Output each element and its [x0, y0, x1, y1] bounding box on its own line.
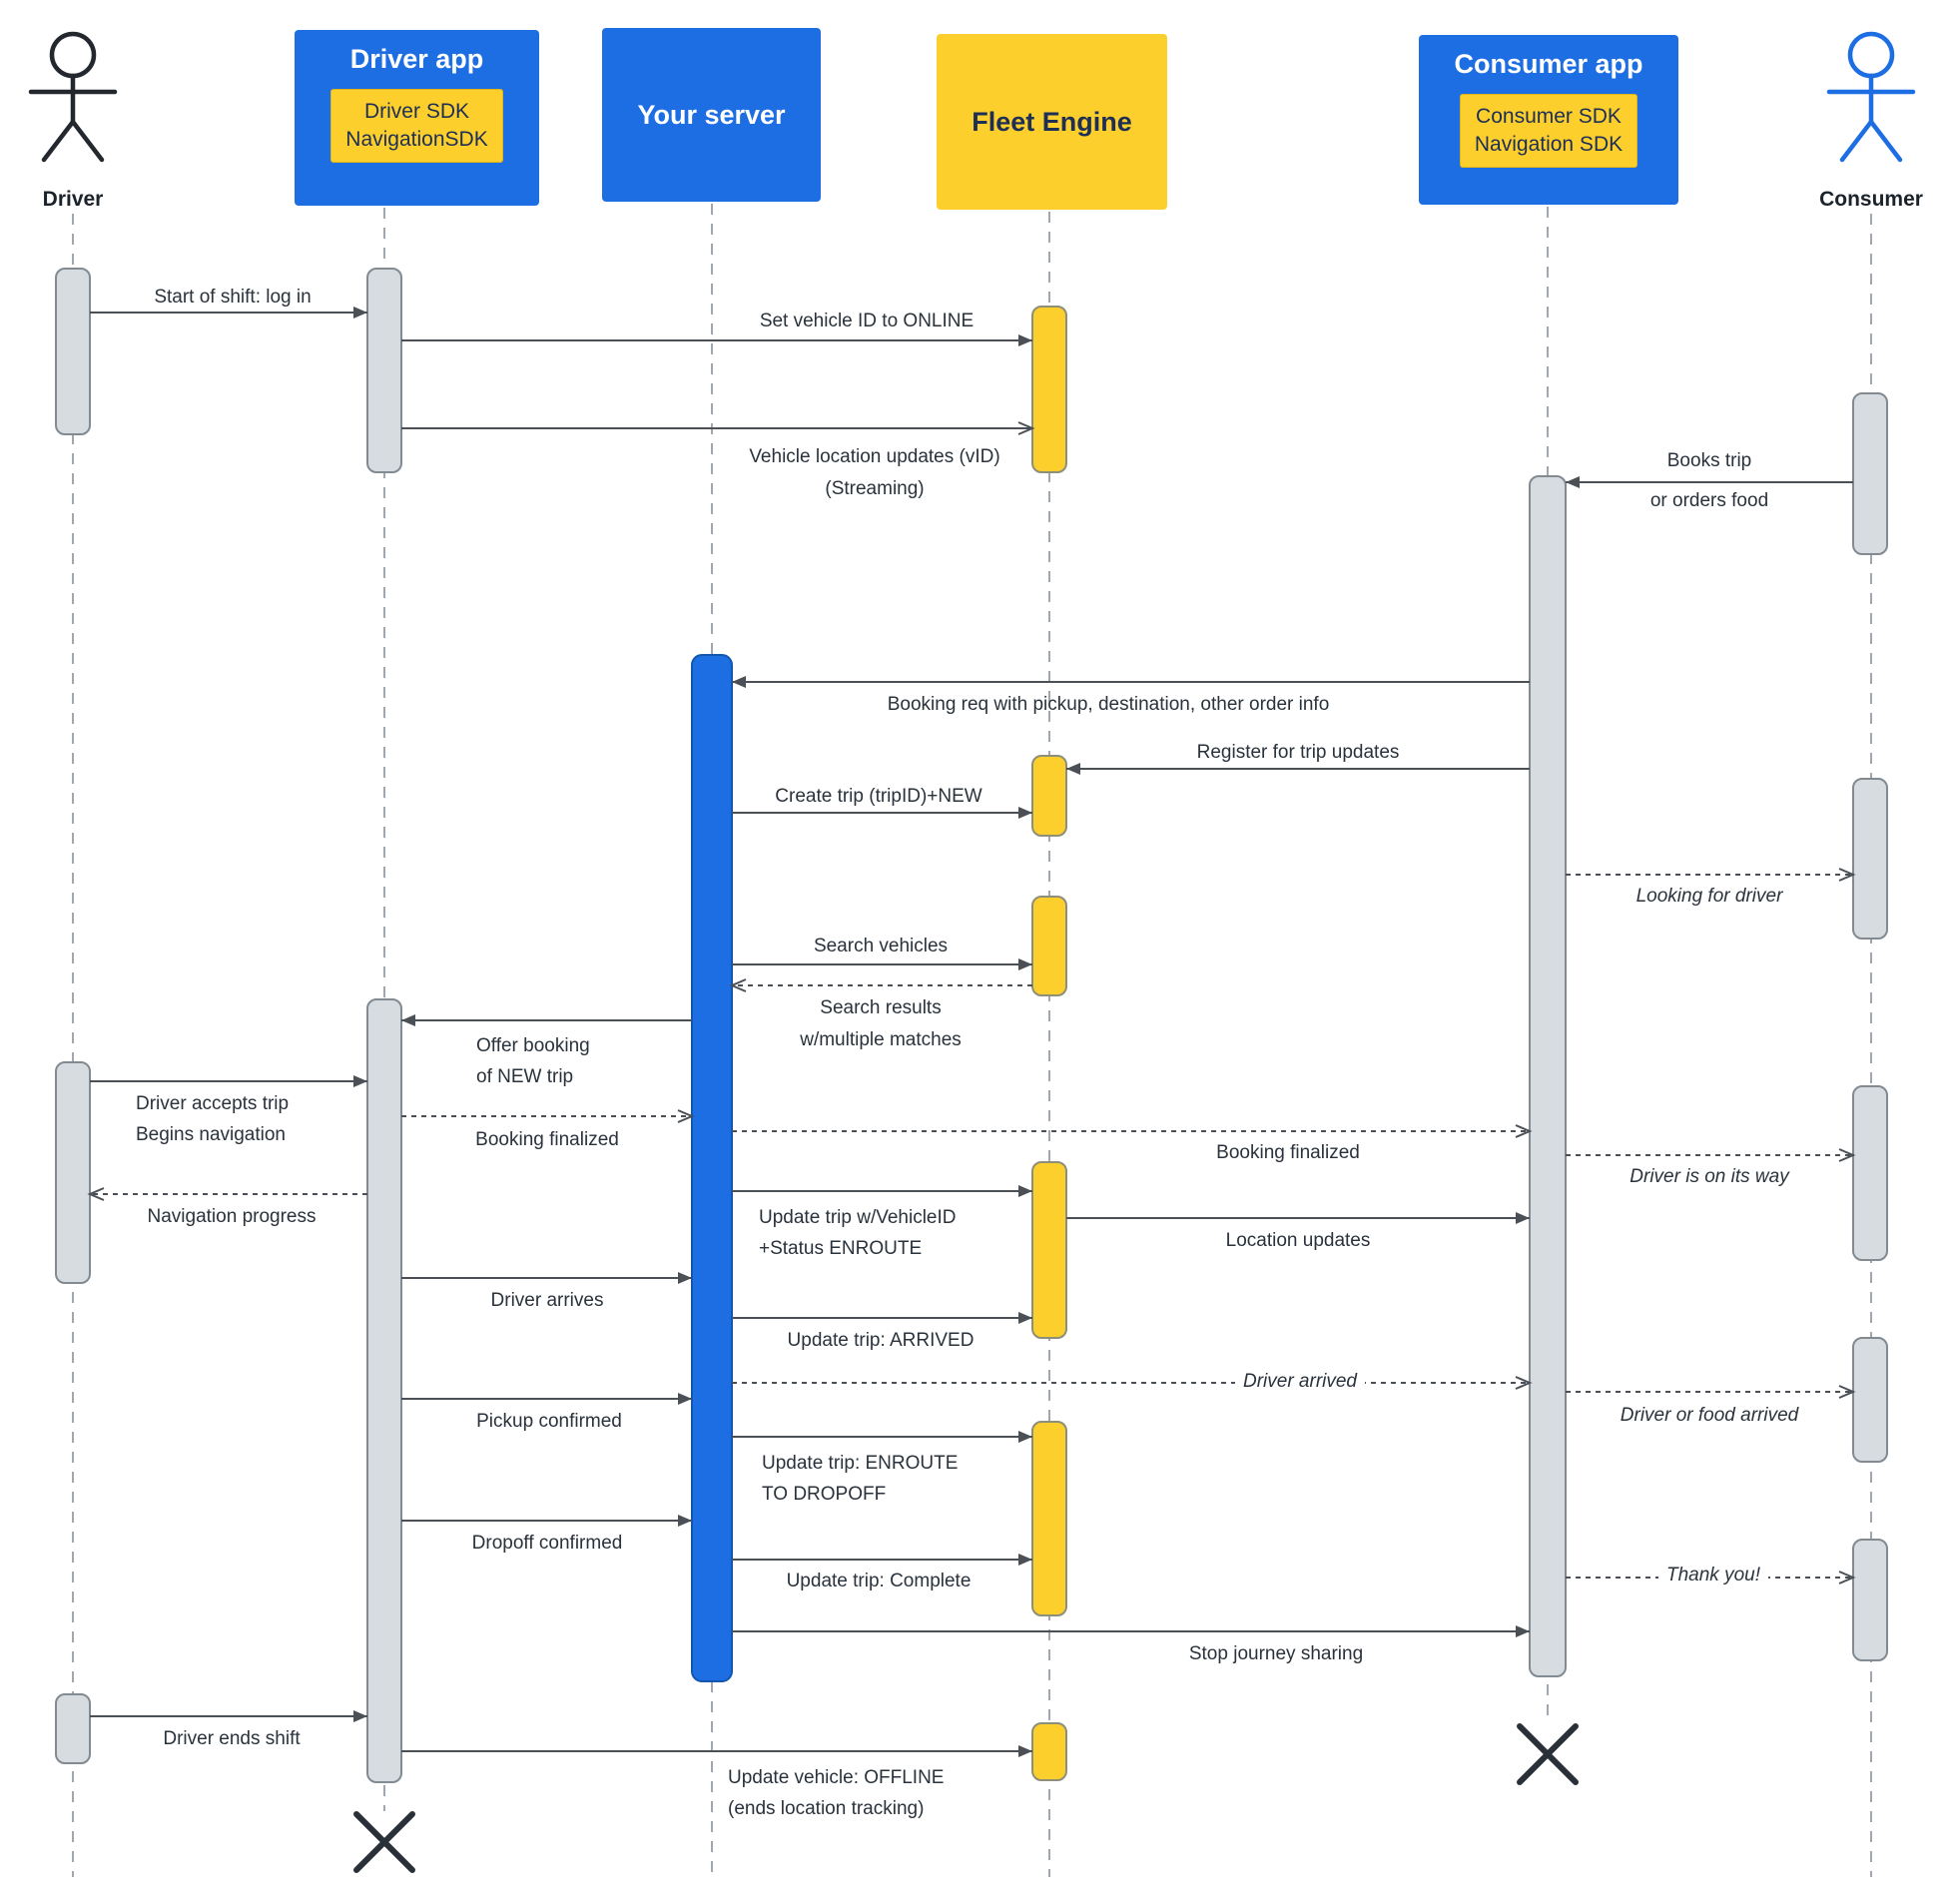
msg-update-arrived-label: Update trip: ARRIVED [787, 1330, 975, 1351]
msg-driver-arrives-label: Driver arrives [490, 1290, 604, 1311]
msg-location-streaming-label-2: (Streaming) [825, 478, 925, 499]
activation-consumer-5 [1852, 1539, 1888, 1661]
consumer-app-destroy-x-icon [1517, 1723, 1579, 1785]
msg-create-trip-label: Create trip (tripID)+NEW [775, 786, 982, 807]
activation-consumer-3 [1852, 1085, 1888, 1261]
msg-login-label: Start of shift: log in [154, 287, 312, 308]
msg-location-updates-label: Location updates [1225, 1230, 1371, 1251]
msg-offer-booking-label-1: Offer booking [476, 1035, 590, 1056]
msg-pickup-confirmed-label: Pickup confirmed [476, 1411, 622, 1432]
msg-offer-booking-label: Offer booking of NEW trip [476, 1030, 590, 1092]
msg-set-online-label: Set vehicle ID to ONLINE [759, 311, 975, 331]
msg-looking-for-driver-label: Looking for driver [1635, 886, 1783, 907]
driver-app-title: Driver app [349, 44, 484, 74]
message-arrows [87, 307, 1856, 1757]
msg-update-offline-label-1: Update vehicle: OFFLINE [728, 1767, 945, 1788]
msg-accepts-trip-label-1: Driver accepts trip [136, 1093, 290, 1114]
your-server-title: Your server [637, 99, 786, 130]
driver-actor-label: Driver [42, 188, 104, 211]
msg-books-trip-label-2: or orders food [1649, 490, 1769, 511]
msg-update-dropoff-label-2: TO DROPOFF [762, 1484, 887, 1505]
msg-update-offline-label-2: (ends location tracking) [728, 1798, 925, 1819]
msg-search-results-label-1: Search results [820, 997, 942, 1018]
driver-app-destroy-x-icon [353, 1811, 415, 1873]
activation-driver-app-2 [366, 998, 402, 1783]
msg-update-complete-label: Update trip: Complete [786, 1571, 972, 1591]
msg-register-updates-label: Register for trip updates [1196, 742, 1400, 763]
msg-driver-ends-shift-label: Driver ends shift [163, 1728, 301, 1749]
msg-update-enroute-label-2: +Status ENROUTE [759, 1238, 923, 1259]
msg-thank-you-label: Thank you! [1658, 1564, 1768, 1587]
msg-books-trip-label-1: Books trip [1666, 450, 1752, 471]
msg-booking-finalized-right-label: Booking finalized [1216, 1142, 1360, 1163]
consumer-actor-label: Consumer [1819, 188, 1923, 211]
activation-consumer-2 [1852, 778, 1888, 940]
msg-accepts-trip-label: Driver accepts trip Begins navigation [136, 1088, 289, 1150]
consumer-navigation-sdk-label: Navigation SDK [1474, 133, 1624, 156]
consumer-app-sdk-box: Consumer SDK Navigation SDK [1459, 94, 1638, 168]
msg-stop-journey-label: Stop journey sharing [1188, 1643, 1364, 1664]
msg-driver-on-way-label: Driver is on its way [1629, 1166, 1789, 1187]
msg-update-dropoff-label-1: Update trip: ENROUTE [762, 1453, 959, 1474]
driver-actor-icon [28, 31, 118, 163]
msg-update-enroute-label-1: Update trip w/VehicleID [759, 1207, 957, 1228]
your-server-box: Your server [602, 28, 821, 202]
msg-location-streaming-label-1: Vehicle location updates (vID) [749, 446, 1000, 467]
msg-search-results-label-2: w/multiple matches [800, 1029, 962, 1050]
activation-driver-app-1 [366, 268, 402, 473]
msg-offer-booking-label-2: of NEW trip [476, 1066, 574, 1087]
msg-search-vehicles-label: Search vehicles [813, 936, 949, 956]
msg-driver-arrived-label: Driver arrived [1234, 1370, 1366, 1394]
consumer-actor-icon [1826, 31, 1916, 163]
fleet-engine-box: Fleet Engine [937, 34, 1167, 210]
activation-fleet-2 [1031, 755, 1067, 837]
msg-update-dropoff-label: Update trip: ENROUTE TO DROPOFF [762, 1448, 958, 1510]
msg-update-offline-label: Update vehicle: OFFLINE (ends location t… [728, 1762, 944, 1824]
activation-your-server [691, 654, 733, 1682]
msg-dropoff-confirmed-label: Dropoff confirmed [471, 1533, 623, 1554]
driver-app-sdk-box: Driver SDK NavigationSDK [330, 89, 503, 163]
activation-consumer-app [1529, 475, 1567, 1677]
msg-accepts-trip-label-2: Begins navigation [136, 1124, 286, 1145]
activation-driver-1 [55, 268, 91, 435]
activation-driver-3 [55, 1693, 91, 1764]
msg-booking-finalized-left-label: Booking finalized [475, 1129, 619, 1150]
activation-fleet-6 [1031, 1722, 1067, 1781]
destroy-marks [353, 1723, 1579, 1873]
activation-bars [55, 268, 1888, 1783]
activation-fleet-5 [1031, 1421, 1067, 1616]
msg-update-enroute-label: Update trip w/VehicleID +Status ENROUTE [759, 1202, 957, 1264]
activation-fleet-1 [1031, 306, 1067, 473]
msg-navigation-progress-label: Navigation progress [147, 1206, 317, 1227]
driver-sdk-label: Driver SDK [363, 100, 469, 123]
consumer-app-box: Consumer app Consumer SDK Navigation SDK [1419, 35, 1678, 205]
activation-consumer-1 [1852, 392, 1888, 555]
activation-driver-2 [55, 1061, 91, 1284]
activation-fleet-4 [1031, 1161, 1067, 1339]
activation-fleet-3 [1031, 896, 1067, 996]
navigation-sdk-label: NavigationSDK [345, 128, 488, 151]
fleet-engine-title: Fleet Engine [972, 106, 1132, 137]
activation-consumer-4 [1852, 1337, 1888, 1463]
msg-booking-req-label: Booking req with pickup, destination, ot… [887, 694, 1330, 715]
consumer-app-title: Consumer app [1454, 49, 1643, 79]
msg-food-arrived-label: Driver or food arrived [1620, 1405, 1799, 1426]
driver-app-box: Driver app Driver SDK NavigationSDK [295, 30, 539, 206]
consumer-sdk-label: Consumer SDK [1476, 105, 1622, 128]
